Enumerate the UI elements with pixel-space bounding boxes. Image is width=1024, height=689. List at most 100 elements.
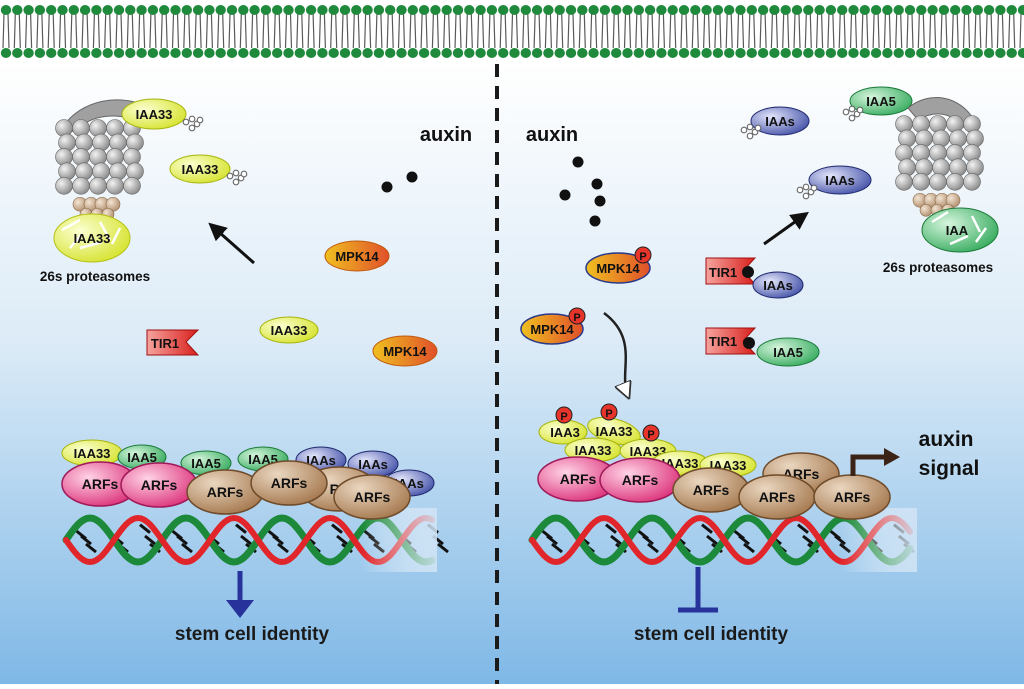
lipid-head: [780, 5, 791, 15]
ubiquitin-unit: [842, 108, 850, 116]
auxin-label-right: auxin: [526, 124, 578, 146]
proteasome-subunit: [898, 158, 916, 177]
svg-text:MPK14: MPK14: [383, 344, 427, 359]
lipid-head: [950, 5, 961, 15]
lipid-head: [170, 5, 181, 15]
lipid-head: [430, 48, 441, 58]
lipid-head: [12, 48, 23, 58]
svg-text:TIR1: TIR1: [151, 336, 179, 351]
ubiquitin-unit: [848, 114, 856, 122]
proteasome-subunit: [75, 162, 93, 181]
iaa33-free-left: IAA33: [259, 316, 319, 344]
lipid-tail: [872, 13, 880, 49]
lipid-tail: [646, 13, 654, 49]
proteasome-subunit: [89, 148, 107, 166]
lipid-head: [611, 5, 622, 15]
lipid-tail: [217, 13, 225, 49]
ubiquitin-unit: [746, 132, 754, 140]
svg-text:IAA33: IAA33: [630, 444, 667, 459]
proteasome-subunit: [75, 133, 93, 152]
lipid-head: [803, 5, 814, 15]
right-panel: auxin MPK14 P MPK14 P IAAs IAA5: [520, 86, 999, 645]
svg-text:ARFs: ARFs: [560, 471, 597, 487]
lipid-tail: [804, 13, 812, 49]
proteasome-subunit: [946, 115, 964, 133]
lipid-head: [791, 5, 803, 15]
lipid-head: [622, 48, 633, 58]
proteasome-subunit: [123, 148, 141, 166]
svg-text:TIR1: TIR1: [709, 265, 737, 280]
lipid-head: [204, 5, 215, 15]
lipid-tail: [92, 13, 100, 49]
lipid-tail: [669, 13, 677, 49]
lipid-head: [283, 48, 294, 58]
lipid-head: [644, 5, 656, 15]
lipid-head: [814, 5, 825, 15]
proteasome-cap: [919, 203, 933, 217]
lipid-head: [882, 48, 893, 58]
proteasome-subunit: [89, 119, 107, 137]
lipid-head: [385, 48, 396, 58]
lipid-tail: [827, 13, 835, 49]
lipid-head: [712, 5, 724, 15]
lipid-head: [995, 5, 1006, 15]
lipid-tail: [985, 13, 993, 49]
lipid-tail: [183, 13, 191, 49]
lipid-head: [226, 48, 238, 58]
lipid-tail: [160, 13, 168, 49]
lipid-head: [520, 5, 531, 15]
lipid-head: [159, 48, 170, 58]
lipid-head: [430, 5, 441, 15]
lipid-head: [418, 5, 430, 15]
lipid-head: [46, 5, 57, 15]
lipid-tail: [612, 13, 620, 49]
lipid-tail: [657, 13, 665, 49]
proteasome-subunit: [106, 177, 124, 195]
proteasome-subunit: [895, 173, 913, 191]
lipid-head: [396, 5, 407, 15]
lipid-head: [825, 48, 837, 58]
lipid-head: [339, 5, 351, 15]
lipid-tail: [974, 13, 982, 49]
lipid-head: [159, 5, 170, 15]
lipid-head: [577, 48, 588, 58]
lipid-tail: [635, 13, 643, 49]
lipid-head: [351, 48, 362, 58]
lipid-tail: [533, 13, 541, 49]
lipid-head: [452, 5, 464, 15]
lipid-head: [1006, 48, 1017, 58]
proteasome-subunit: [912, 144, 930, 162]
proteasome-subunit: [932, 158, 950, 177]
proteasome-subunit: [898, 129, 916, 148]
svg-text:IAA33: IAA33: [575, 443, 612, 458]
lipid-head: [893, 48, 904, 58]
proteasome-subunit: [106, 119, 124, 137]
lipid-tail: [386, 13, 394, 49]
svg-text:IAA: IAA: [946, 223, 969, 238]
lipid-head: [565, 48, 577, 58]
proteasome-subunit: [126, 133, 144, 152]
lipid-tail: [47, 13, 55, 49]
lipid-head: [441, 5, 452, 15]
lipid-head: [712, 48, 724, 58]
lipid-head: [23, 5, 34, 15]
lipid-head: [520, 48, 531, 58]
svg-text:P: P: [605, 408, 612, 420]
phosphate-icon: [642, 424, 660, 442]
lipid-tail: [251, 13, 259, 49]
lipid-head: [927, 48, 938, 58]
lipid-tail: [228, 13, 236, 49]
lipid-head: [113, 5, 125, 15]
lipid-head: [746, 5, 757, 15]
lipid-tail: [81, 13, 89, 49]
ubiquitin-unit: [754, 124, 762, 132]
svg-text:MPK14: MPK14: [596, 261, 640, 276]
lipid-head: [23, 48, 34, 58]
proteasome-subunit: [55, 148, 73, 166]
lipid-head: [870, 48, 882, 58]
lipid-tail: [296, 13, 304, 49]
outcome-label-right: stem cell identity: [634, 624, 789, 645]
proteasome-subunit: [915, 129, 933, 148]
ubiquitin-unit: [182, 118, 190, 126]
